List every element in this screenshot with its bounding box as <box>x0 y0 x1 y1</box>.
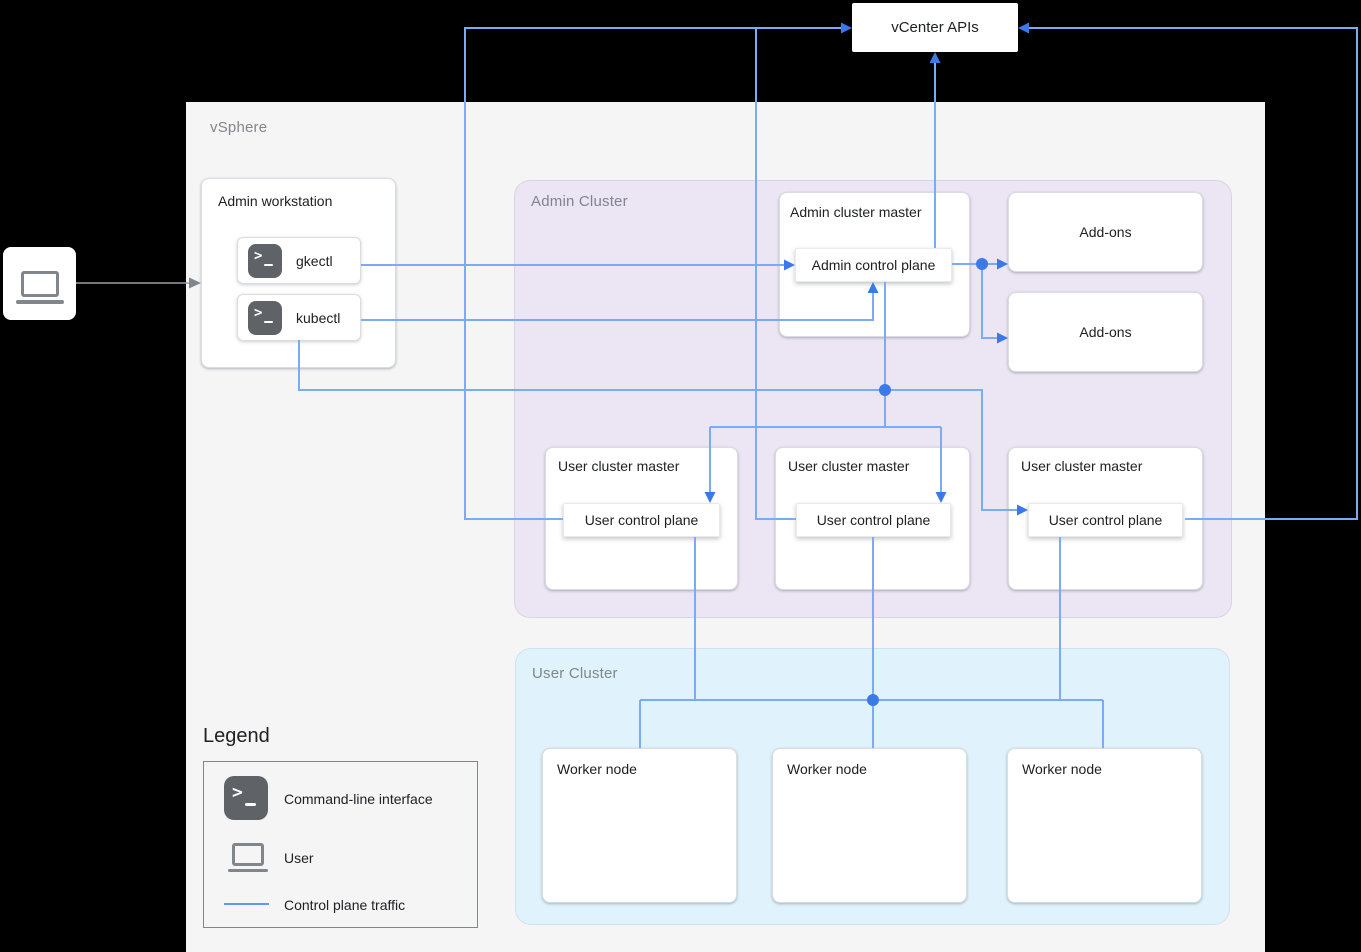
legend-item-user-label: User <box>284 850 314 866</box>
user-cluster-label: User Cluster <box>532 665 618 682</box>
user-control-plane-box-3: User control plane <box>1028 503 1183 537</box>
admin-cluster-label: Admin Cluster <box>531 193 628 210</box>
gkectl-label: gkectl <box>296 252 333 269</box>
vcenter-apis-label: vCenter APIs <box>891 19 979 36</box>
legend-box <box>203 761 478 928</box>
legend-item-cli-label: Command-line interface <box>284 791 433 807</box>
vsphere-label: vSphere <box>210 119 268 136</box>
addons-box-2: Add-ons <box>1008 292 1203 372</box>
legend-item-traffic-label: Control plane traffic <box>284 897 406 913</box>
admin-cluster-master-title: Admin cluster master <box>790 204 922 220</box>
user-node <box>3 247 76 320</box>
worker-node-title: Worker node <box>1022 761 1102 777</box>
gkectl-button: > gkectl <box>237 237 361 284</box>
laptop-icon <box>228 843 268 872</box>
vcenter-apis-box: vCenter APIs <box>852 3 1018 52</box>
terminal-icon: > <box>248 243 282 278</box>
worker-node-box-1: Worker node <box>542 748 737 903</box>
user-cluster-master-title: User cluster master <box>788 458 910 474</box>
addons-box-1: Add-ons <box>1008 192 1203 272</box>
user-cluster-master-title: User cluster master <box>1021 458 1143 474</box>
worker-node-box-3: Worker node <box>1007 748 1202 903</box>
laptop-base <box>15 299 64 304</box>
arrowhead <box>929 52 941 63</box>
user-control-plane-label: User control plane <box>816 512 931 528</box>
laptop-icon <box>15 270 64 304</box>
control-plane-line-sample <box>224 903 269 905</box>
worker-node-box-2: Worker node <box>772 748 967 903</box>
admin-control-plane-label: Admin control plane <box>811 257 936 273</box>
kubectl-button: > kubectl <box>237 294 361 341</box>
user-control-plane-label: User control plane <box>1048 512 1163 528</box>
arrowhead <box>841 22 852 34</box>
worker-node-title: Worker node <box>557 761 637 777</box>
kubectl-label: kubectl <box>296 309 341 326</box>
legend-title: Legend <box>203 725 270 747</box>
user-control-plane-box-2: User control plane <box>796 503 951 537</box>
laptop-screen <box>20 270 59 297</box>
worker-node-title: Worker node <box>787 761 867 777</box>
terminal-icon: > <box>224 776 268 820</box>
user-control-plane-box-1: User control plane <box>563 503 720 537</box>
arrowhead <box>1018 22 1029 34</box>
admin-control-plane-box: Admin control plane <box>795 248 952 282</box>
admin-workstation-title: Admin workstation <box>218 193 333 209</box>
user-control-plane-label: User control plane <box>584 512 699 528</box>
addons-label: Add-ons <box>1079 324 1132 340</box>
addons-label: Add-ons <box>1079 224 1132 240</box>
terminal-icon: > <box>248 300 282 335</box>
user-cluster-master-title: User cluster master <box>558 458 680 474</box>
